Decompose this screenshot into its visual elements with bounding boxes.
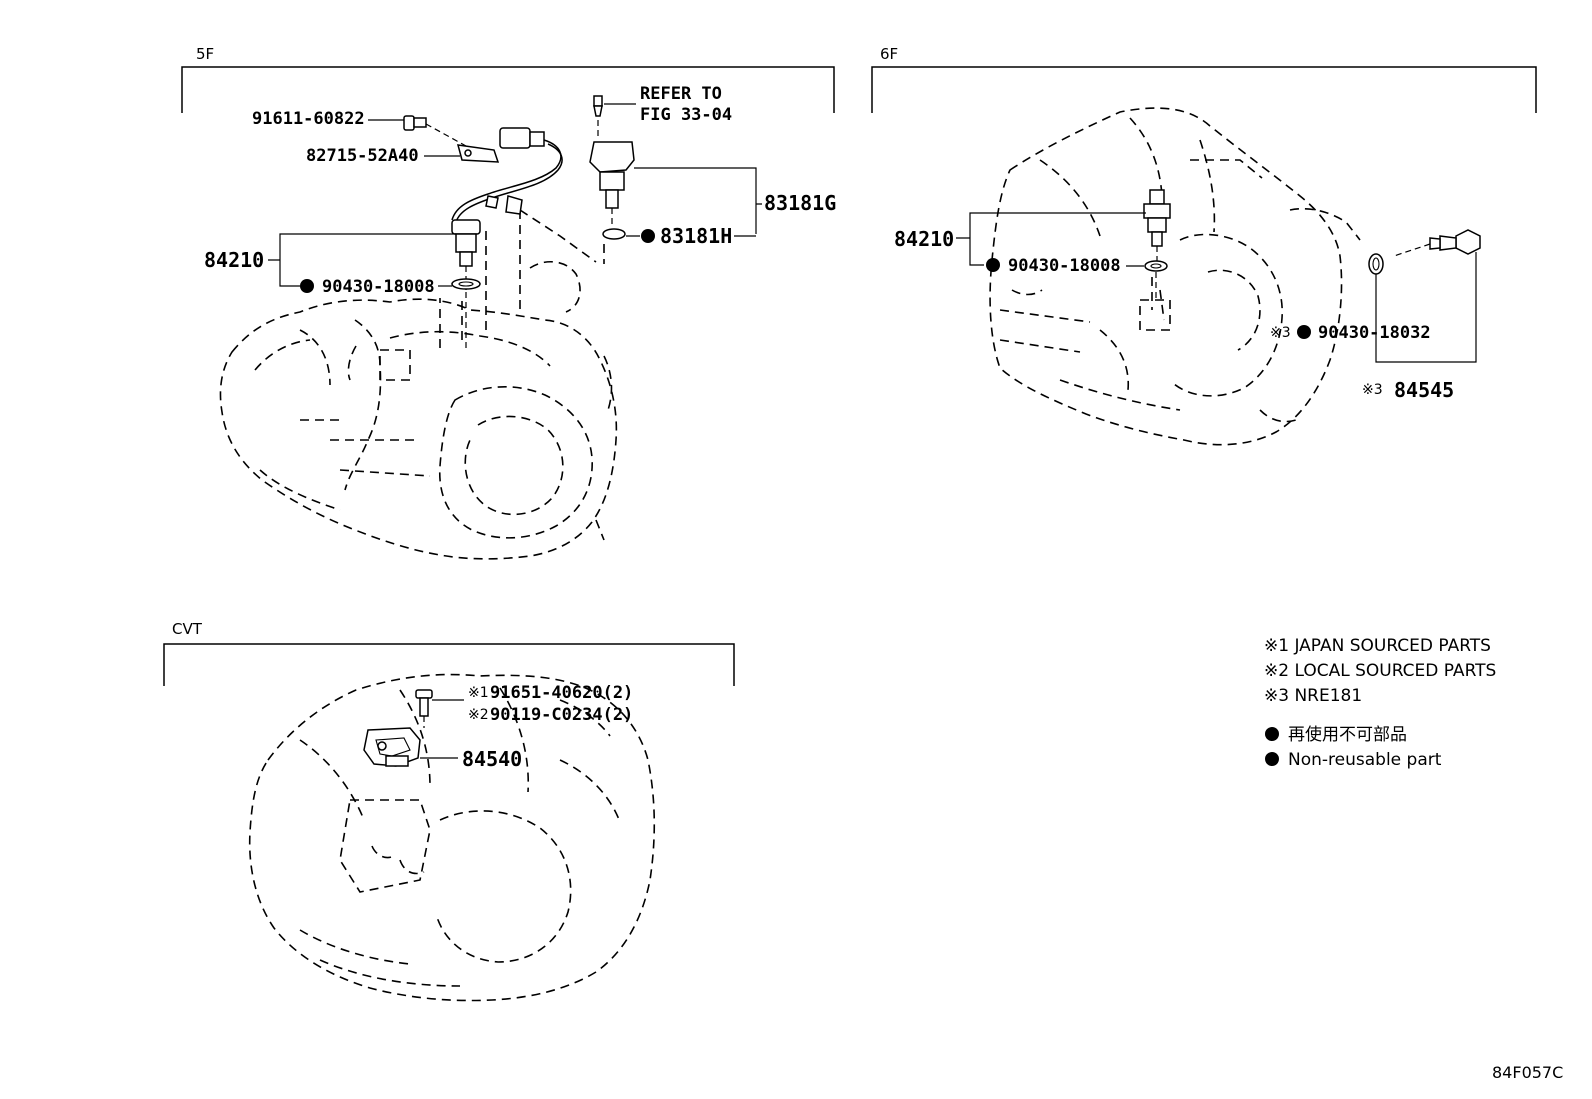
- legend-note-1: ※1 JAPAN SOURCED PARTS: [1264, 636, 1491, 656]
- transmission-5f-illustration: [219, 209, 618, 560]
- callouts-6f: 84210 90430-18008 ※3 90430-18032 ※3 8454…: [894, 212, 1477, 402]
- label-switch-84210-6f: 84210: [894, 227, 954, 251]
- label-oring-83181h: 83181H: [660, 224, 732, 248]
- clamp-82715-52a40-illustration: [456, 144, 500, 163]
- label-refer-fig: FIG 33-04: [640, 105, 732, 125]
- switch-84210-5f-illustration: [451, 219, 481, 290]
- label-bolt-91651-40620: 91651-40620(2): [490, 683, 633, 703]
- gasket-90430-18032-illustration: [1368, 253, 1384, 275]
- nonreusable-dot-90430-18008-6f: [986, 258, 1000, 272]
- switch-84545-illustration: [1393, 229, 1481, 257]
- label-gasket-90430-18008-5f: 90430-18008: [322, 277, 435, 297]
- callouts-cvt: ※1 91651-40620(2) ※2 90119-C0234(2) 8454…: [420, 683, 633, 771]
- nonreusable-dot-90430-18008-5f: [300, 279, 314, 293]
- label-gasket-90430-18032-mark: ※3: [1270, 325, 1291, 341]
- section-5f-bracket: [181, 66, 835, 113]
- label-gasket-90430-18032: 90430-18032: [1318, 323, 1431, 343]
- transmission-6f-illustration: [989, 107, 1361, 446]
- section-cvt-bracket: [163, 643, 735, 686]
- sensor-83181g-illustration: [589, 95, 635, 226]
- legend: ※1 JAPAN SOURCED PARTS ※2 LOCAL SOURCED …: [1264, 636, 1496, 770]
- label-switch-84545-mark: ※3: [1362, 382, 1383, 398]
- section-6f-label: 6F: [880, 45, 898, 63]
- callouts-5f: 91611-60822 82715-52A40 REFER TO FIG 33-…: [204, 84, 836, 297]
- label-gasket-90430-18008-6f: 90430-18008: [1008, 256, 1121, 276]
- section-6f: 6F: [871, 45, 1537, 446]
- section-cvt-label: CVT: [172, 620, 203, 638]
- bolt-cvt-illustration: [415, 689, 433, 728]
- section-cvt: CVT ※1 91651-40620(2) ※2 90119-C023: [163, 620, 735, 1002]
- label-bolt1-mark: ※1: [468, 685, 489, 701]
- figure-code: 84F057C: [1492, 1063, 1563, 1082]
- label-bolt-90119-c0234: 90119-C0234(2): [490, 705, 633, 725]
- legend-nonreusable-en: Non-reusable part: [1288, 750, 1442, 770]
- legend-nonreusable-jp: 再使用不可部品: [1288, 724, 1407, 745]
- bolt-91611-60822-illustration: [403, 115, 467, 147]
- switch-84210-6f-illustration: [1143, 189, 1171, 262]
- legend-dot-jp: [1265, 727, 1279, 741]
- nonreusable-dot-83181h: [641, 229, 655, 243]
- section-6f-bracket: [871, 66, 1537, 113]
- label-refer-to: REFER TO: [640, 84, 722, 104]
- label-sensor-84540: 84540: [462, 747, 522, 771]
- label-switch-84545: 84545: [1394, 378, 1454, 402]
- gasket-90430-18008-6f-illustration: [1144, 260, 1168, 300]
- transmission-cvt-illustration: [248, 673, 656, 1002]
- label-switch-84210-5f: 84210: [204, 248, 264, 272]
- label-bolt-91611-60822: 91611-60822: [252, 109, 365, 129]
- legend-dot-en: [1265, 752, 1279, 766]
- sensor-84540-illustration: [363, 727, 421, 767]
- section-5f: 5F: [181, 45, 836, 560]
- label-sensor-83181g: 83181G: [764, 191, 836, 215]
- gasket-90430-18008-5f-illustration: [451, 278, 481, 350]
- wire-harness-illustration: [451, 127, 563, 223]
- label-bolt2-mark: ※2: [468, 707, 489, 723]
- section-5f-label: 5F: [196, 45, 214, 63]
- label-clamp-82715-52a40: 82715-52A40: [306, 146, 419, 166]
- legend-note-2: ※2 LOCAL SOURCED PARTS: [1264, 661, 1496, 681]
- legend-note-3: ※3 NRE181: [1264, 686, 1362, 706]
- oring-83181h-illustration: [602, 228, 626, 240]
- nonreusable-dot-90430-18032: [1297, 325, 1311, 339]
